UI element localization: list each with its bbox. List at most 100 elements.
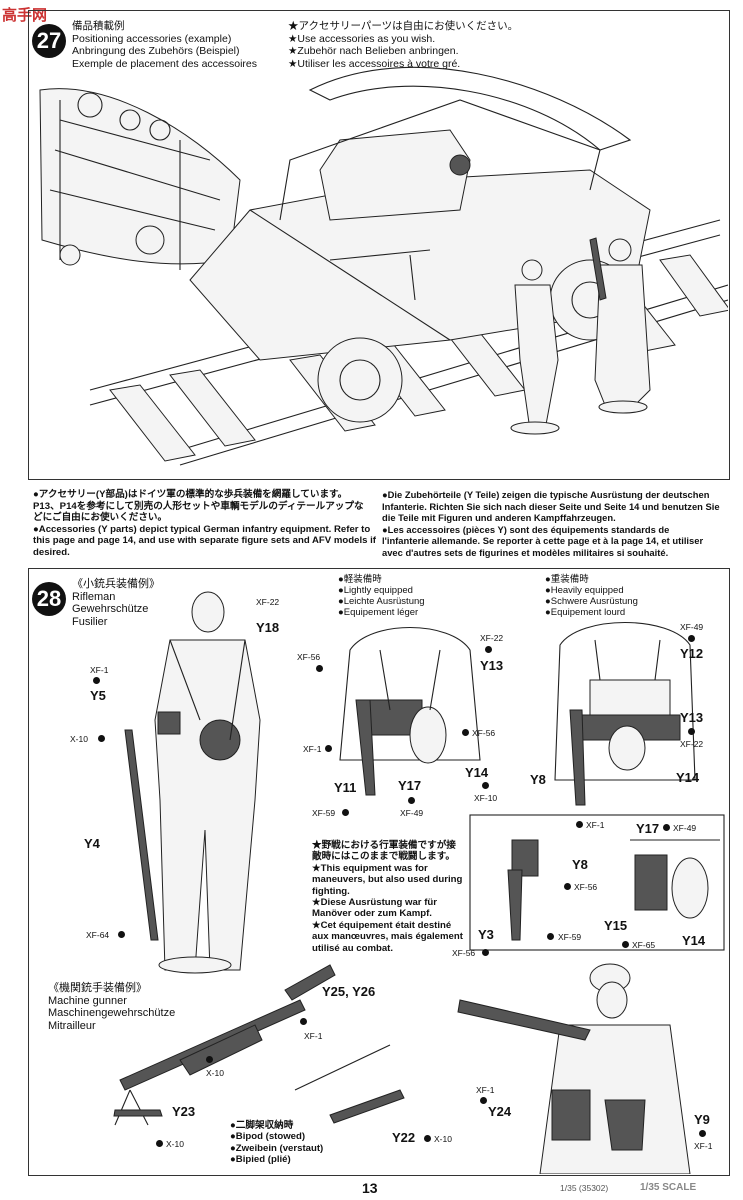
- part-color-label: XF-1: [304, 1031, 323, 1041]
- color-dot: [342, 809, 349, 816]
- part-label: Y14: [465, 765, 489, 780]
- color-dot: [316, 665, 323, 672]
- part-color-label: XF-1: [476, 1085, 495, 1095]
- color-dot: [622, 941, 629, 948]
- part-label: Y15: [604, 918, 628, 933]
- part-label: Y24: [488, 1104, 512, 1119]
- info-right: ●Die Zubehörteile (Y Teile) zeigen die t…: [382, 489, 720, 558]
- watermark-logo: 高手网: [2, 7, 48, 24]
- part-color-label: XF-49: [680, 622, 704, 632]
- part-color-label: X-10: [434, 1134, 452, 1144]
- part-label: Y13: [680, 710, 704, 725]
- heavy-title: ●重装備時 ●Heavily equipped ●Schwere Ausrüst…: [545, 574, 638, 618]
- color-dot: [482, 782, 489, 789]
- color-dot: [206, 1056, 213, 1063]
- light-title: ●軽装備時 ●Lightly equipped ●Leichte Ausrüst…: [338, 574, 425, 618]
- part-color-label: XF-22: [480, 633, 504, 643]
- part-color-label: X-10: [70, 734, 88, 744]
- color-dot: [688, 635, 695, 642]
- machine-gunner-title: 《機関銃手装備例》 Machine gunner Maschinengewehr…: [48, 982, 176, 1032]
- part-color-label: XF-59: [558, 932, 582, 942]
- page-number: 13: [362, 1180, 378, 1196]
- armored-car: [189, 66, 651, 423]
- watermark-footer: 1/35 SCALE: [640, 1182, 697, 1193]
- machine-gunner-figure: [457, 963, 691, 1174]
- color-dot: [118, 931, 125, 938]
- color-dot: [424, 1135, 431, 1142]
- color-dot: [98, 735, 105, 742]
- color-dot: [482, 949, 489, 956]
- footer-id: 1/35 (35302): [560, 1183, 609, 1193]
- part-label: Y17: [636, 821, 660, 836]
- color-dot: [300, 1018, 307, 1025]
- detail-frame: [469, 814, 725, 951]
- part-color-label: XF-1: [303, 744, 322, 754]
- light-equipment-figure: [339, 627, 481, 796]
- part-label: Y8: [530, 772, 546, 787]
- step27-panel: [28, 10, 730, 480]
- part-color-label: XF-64: [86, 930, 110, 940]
- step28-illustrations: [113, 591, 725, 1174]
- color-dot: [699, 1130, 706, 1137]
- color-dot: [688, 728, 695, 735]
- part-label: Y25, Y26: [322, 984, 376, 999]
- officer-figure: [510, 259, 560, 435]
- part-label: Y4: [84, 836, 100, 851]
- rifleman-figure: [124, 591, 261, 974]
- greatcoat-soldier-figure: [589, 237, 651, 414]
- part-color-label: XF-22: [680, 739, 704, 749]
- heavy-equipment-figure: [554, 622, 696, 806]
- part-label: Y12: [680, 646, 704, 661]
- color-dot: [485, 646, 492, 653]
- part-label: Y5: [90, 688, 106, 703]
- part-color-label: XF-56: [297, 652, 321, 662]
- part-label: Y11: [334, 780, 357, 795]
- part-color-label: XF-1: [90, 665, 109, 675]
- bipod-stowed-illustration: [294, 1044, 405, 1124]
- color-dot: [663, 824, 670, 831]
- part-color-label: XF-49: [673, 823, 697, 833]
- part-color-label: XF-56: [452, 948, 476, 958]
- color-dot: [480, 1097, 487, 1104]
- step27-title-en: Positioning accessories (example): [72, 32, 232, 45]
- machine-gun-illustration: [113, 964, 336, 1126]
- part-color-label: X-10: [166, 1139, 184, 1149]
- part-color-label: XF-1: [694, 1141, 713, 1151]
- info-left: ●アクセサリー(Y部品)はドイツ軍の標準的な歩兵装備を網羅しています。 P13、…: [33, 489, 376, 558]
- part-color-label: XF-22: [256, 597, 280, 607]
- bayonet-detail: [507, 839, 539, 941]
- part-label: Y23: [172, 1104, 196, 1119]
- color-dot: [564, 883, 571, 890]
- part-label: Y9: [694, 1112, 710, 1127]
- part-label: Y8: [572, 857, 588, 872]
- part-color-label: XF-10: [474, 793, 498, 803]
- part-color-label: X-10: [206, 1068, 224, 1078]
- step28-number: 28: [32, 582, 66, 616]
- step27-title-fr: Exemple de placement des accessoires: [72, 57, 258, 70]
- part-color-label: XF-49: [400, 808, 424, 818]
- part-label: Y14: [682, 933, 706, 948]
- color-dot: [462, 729, 469, 736]
- step27-title: 備品積載例 Positioning accessories (example) …: [72, 20, 257, 70]
- step28-panel: [28, 568, 730, 1176]
- color-dot: [408, 797, 415, 804]
- step27-title-jp: 備品積載例: [72, 20, 125, 32]
- part-label: Y13: [480, 658, 504, 673]
- step27-title-de: Anbringung des Zubehörs (Beispiel): [72, 45, 240, 57]
- step27-number: 27: [32, 24, 66, 58]
- color-dot: [325, 745, 332, 752]
- rifleman-title: 《小銃兵装備例》 Rifleman Gewehrschütze Fusilier: [72, 578, 160, 628]
- part-color-label: XF-1: [586, 820, 605, 830]
- part-color-label: XF-65: [632, 940, 656, 950]
- step27-notes: ★アクセサリーパーツは自由にお使いください。 ★Use accessories …: [288, 20, 519, 70]
- pouch-detail: [630, 839, 720, 919]
- part-color-label: XF-56: [472, 728, 496, 738]
- color-dot: [576, 821, 583, 828]
- bipod-title: ●二脚架収納時 ●Bipod (stowed) ●Zweibein (verst…: [230, 1120, 324, 1166]
- part-color-label: XF-59: [312, 808, 336, 818]
- part-label: Y17: [398, 778, 422, 793]
- part-label: Y18: [256, 620, 280, 635]
- armored-car-illustration: [39, 66, 728, 466]
- color-dot: [547, 933, 554, 940]
- inset-detail: [39, 88, 241, 270]
